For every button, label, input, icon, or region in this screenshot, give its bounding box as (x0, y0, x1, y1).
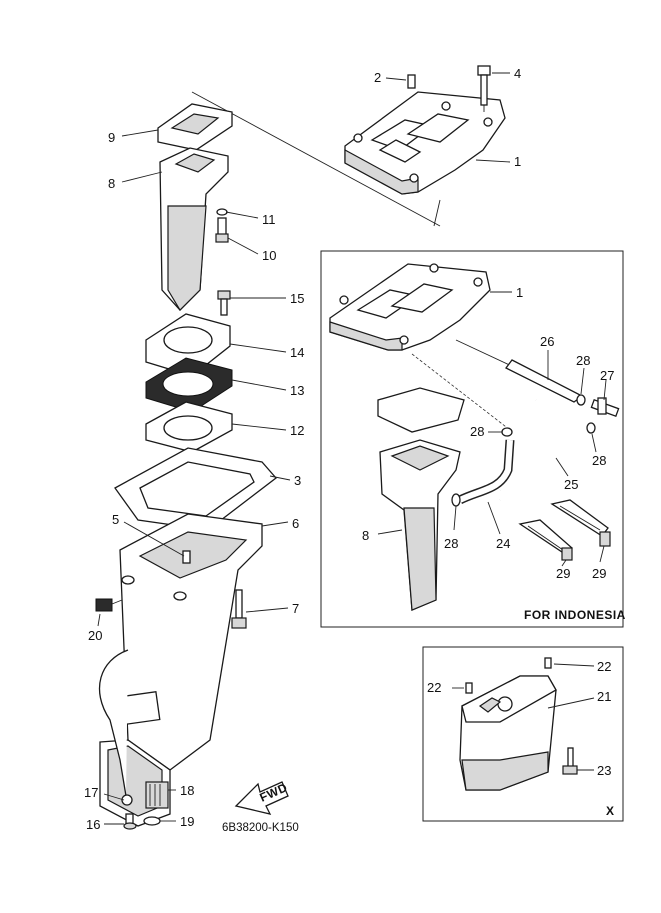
part-9-gasket (157, 103, 233, 151)
inset-callout-8: 8 (362, 528, 369, 543)
inset-callout-27: 27 (600, 368, 614, 383)
inset-callout-28-a: 28 (576, 353, 590, 368)
part-15-bolt (217, 290, 231, 316)
inset-callout-25: 25 (564, 477, 578, 492)
inset-part-28-clip-a (576, 394, 586, 406)
inset-callout-28-d: 28 (444, 536, 458, 551)
part-11-washer (216, 208, 228, 216)
inset-part-26-pipe (505, 359, 584, 403)
inset-x-callout-22-b: 22 (427, 680, 441, 695)
callout-5: 5 (112, 512, 119, 527)
callout-6: 6 (292, 516, 299, 531)
part-8-exhaust-pipe (159, 147, 229, 311)
callout-13: 13 (290, 383, 304, 398)
callout-8: 8 (108, 176, 115, 191)
inset-part-29-cable-tie-b (550, 499, 611, 547)
part-1-mounting-plate (344, 91, 506, 195)
part-12-gasket (145, 401, 233, 453)
part-7-bolt (231, 589, 247, 629)
fwd-arrow: FWD (234, 780, 290, 815)
callout-18: 18 (180, 783, 194, 798)
callout-4: 4 (514, 66, 521, 81)
inset-part-28-clip-c (586, 422, 596, 434)
part-3-gasket (114, 447, 277, 531)
callout-3: 3 (294, 473, 301, 488)
part-18-grommet (145, 781, 169, 809)
assembly-guide-line-2 (433, 199, 441, 227)
inset-indonesia-callouts: 1 26 28 27 28 28 25 24 28 8 29 29 (362, 285, 614, 581)
inset-callout-29-b: 29 (592, 566, 606, 581)
assembly-guide-line (191, 91, 441, 227)
inset-indonesia-caption: FOR INDONESIA (524, 608, 626, 622)
inset-part-27-t-joint (590, 397, 620, 418)
inset-callout-29-a: 29 (556, 566, 570, 581)
inset-x-caption: X (606, 804, 615, 818)
part-5-dowel-pin (182, 550, 191, 564)
inset-callout-28-c: 28 (592, 453, 606, 468)
inset-callout-24: 24 (496, 536, 510, 551)
part-10-bolt (215, 217, 229, 243)
callout-14: 14 (290, 345, 304, 360)
callout-12: 12 (290, 423, 304, 438)
part-2-dowel-pin (407, 74, 416, 89)
part-20-clip (95, 598, 123, 612)
callout-2: 2 (374, 70, 381, 85)
callout-1: 1 (514, 154, 521, 169)
callout-7: 7 (292, 601, 299, 616)
inset-x-part-23-bolt (562, 747, 578, 775)
part-6-upper-casing (99, 513, 263, 827)
part-16-screw (123, 813, 137, 830)
inset-callout-26: 26 (540, 334, 554, 349)
inset-gasket (377, 387, 465, 433)
inset-x-callouts: 22 22 21 23 (427, 659, 611, 778)
inset-part-8-exhaust-pipe (379, 439, 461, 611)
inset-x-callout-22-a: 22 (597, 659, 611, 674)
inset-x-callout-21: 21 (597, 689, 611, 704)
inset-part-28-clip-d (451, 493, 461, 507)
inset-part-1-mounting-plate (329, 263, 491, 351)
inset-guide-dashed (411, 353, 511, 431)
callout-15: 15 (290, 291, 304, 306)
callout-9: 9 (108, 130, 115, 145)
inset-part-29-cable-tie-a (518, 519, 573, 561)
hose-cable (98, 649, 129, 797)
callout-11: 11 (262, 212, 276, 227)
callout-16: 16 (86, 817, 100, 832)
callout-10: 10 (262, 248, 276, 263)
part-17-cable-end (121, 794, 133, 806)
inset-part-28-clip-b (501, 427, 513, 437)
inset-x-part-21-extension (459, 675, 557, 791)
drawing-code: 6B38200-K150 (222, 822, 299, 834)
inset-x-part-22-dowel-a (544, 657, 552, 669)
inset-callout-1: 1 (516, 285, 523, 300)
inset-x-part-22-dowel-b (465, 682, 473, 694)
part-19-ring (143, 816, 161, 826)
inset-indonesia-frame (320, 250, 624, 628)
part-4-bolt (477, 65, 491, 112)
inset-x-frame (422, 646, 624, 822)
inset-callout-28-b: 28 (470, 424, 484, 439)
part-13-gasket (145, 357, 233, 413)
callout-17: 17 (84, 785, 98, 800)
callout-20: 20 (88, 628, 102, 643)
part-14-plate (145, 313, 231, 377)
main-callouts: 2 4 1 9 8 11 10 15 14 13 12 3 5 6 7 20 1 (84, 66, 521, 832)
callout-19: 19 (180, 814, 194, 829)
inset-x-callout-23: 23 (597, 763, 611, 778)
